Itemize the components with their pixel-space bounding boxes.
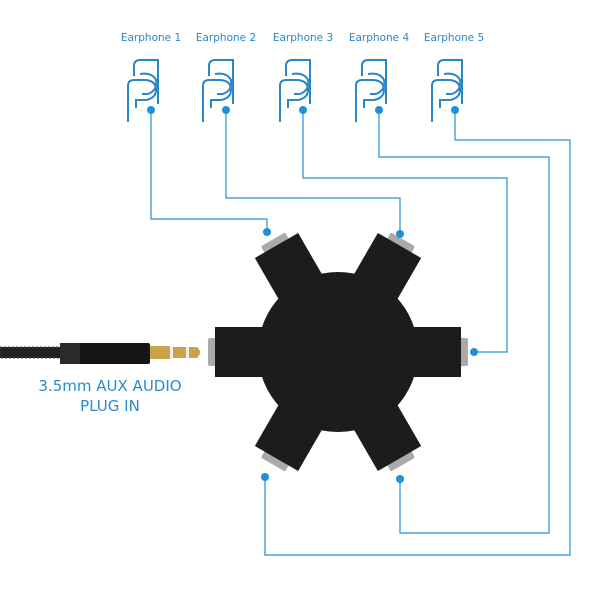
earphone-4-label: Earphone 4	[348, 32, 410, 44]
connector-dot	[396, 230, 404, 238]
connector-dot	[147, 106, 155, 114]
plug-caption: 3.5mm AUX AUDIO PLUG IN	[20, 376, 200, 416]
connector-dot	[470, 348, 478, 356]
connector-dot	[261, 473, 269, 481]
earphone-2-label: Earphone 2	[195, 32, 257, 44]
wire-4	[378, 110, 550, 534]
connector-dot	[375, 106, 383, 114]
plug-caption-line1: 3.5mm AUX AUDIO	[38, 377, 182, 395]
wire-1	[150, 110, 268, 228]
plug-caption-line2: PLUG IN	[80, 397, 140, 415]
wires	[150, 110, 571, 556]
connector-dot	[396, 475, 404, 483]
connector-dot	[299, 106, 307, 114]
earphone-3-label: Earphone 3	[272, 32, 334, 44]
earphone-1-label: Earphone 1	[120, 32, 182, 44]
connector-dot	[222, 106, 230, 114]
connector-dots	[147, 106, 478, 483]
aux-cable	[0, 343, 200, 364]
earphone-icons	[127, 59, 463, 123]
connector-dot	[263, 228, 271, 236]
wire-5	[264, 110, 571, 556]
splitter-hub	[208, 232, 468, 472]
wire-2	[225, 110, 401, 232]
earphone-5-label: Earphone 5	[423, 32, 485, 44]
connector-dot	[451, 106, 459, 114]
wire-3	[302, 110, 508, 353]
